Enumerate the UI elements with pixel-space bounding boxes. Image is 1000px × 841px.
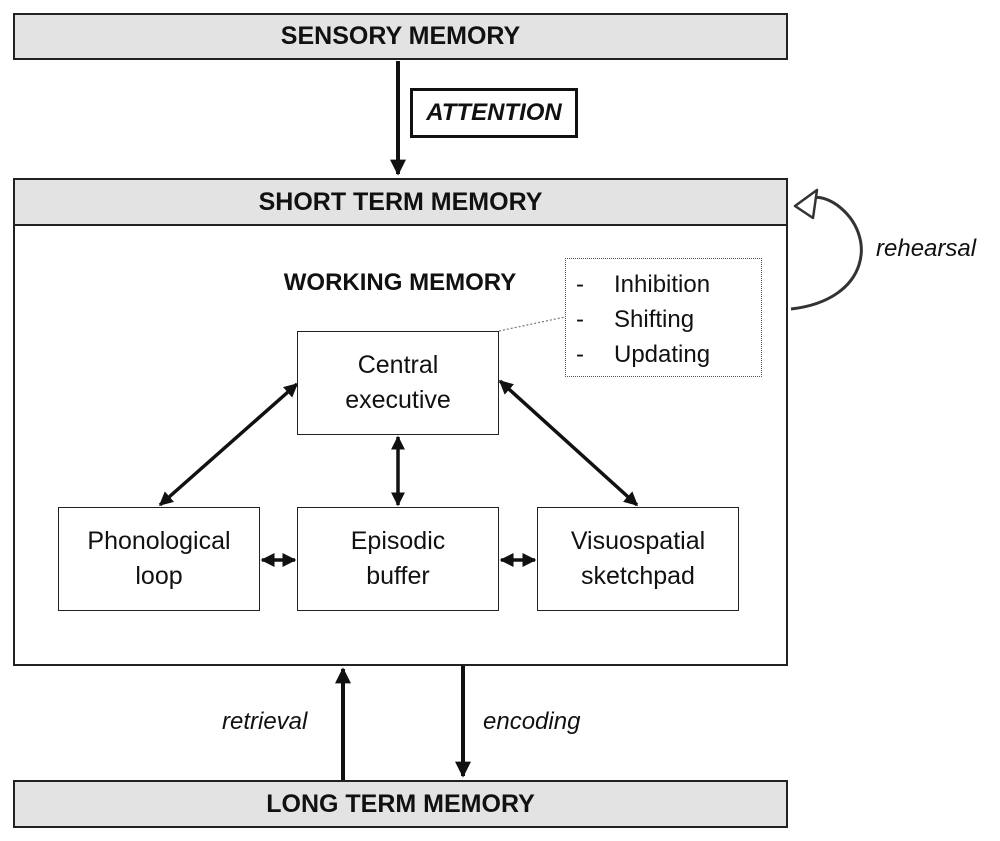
attention-box: ATTENTION: [410, 88, 578, 138]
long-term-memory-bar: LONG TERM MEMORY: [13, 780, 788, 828]
executive-function-label: Shifting: [614, 305, 695, 333]
phonological-loop-box: Phonological loop: [58, 507, 260, 611]
executive-function-item: - Shifting: [576, 302, 761, 337]
list-dash: -: [576, 270, 584, 298]
attention-label: ATTENTION: [426, 99, 562, 126]
executive-function-label: Updating: [614, 340, 711, 368]
sensory-memory-label: SENSORY MEMORY: [280, 22, 521, 50]
long-term-memory-label: LONG TERM MEMORY: [266, 789, 535, 818]
executive-functions-connector: [498, 316, 566, 332]
executive-function-item: - Updating: [576, 337, 761, 372]
rehearsal-arrowhead: [793, 188, 819, 220]
visuospatial-sketchpad-box: Visuospatial sketchpad: [537, 507, 739, 611]
short-term-memory-body: [13, 225, 788, 666]
working-memory-title: WORKING MEMORY: [283, 269, 517, 296]
list-dash: -: [576, 340, 584, 368]
rehearsal-loop-arrow: [790, 195, 863, 311]
executive-function-label: Inhibition: [614, 270, 711, 298]
short-term-memory-label: SHORT TERM MEMORY: [258, 187, 543, 216]
retrieval-label: retrieval: [222, 708, 308, 735]
sensory-memory-bar: SENSORY MEMORY: [13, 13, 788, 60]
rehearsal-label: rehearsal: [876, 235, 977, 262]
executive-functions-box: - Inhibition - Shifting - Updating: [565, 258, 762, 377]
executive-function-item: - Inhibition: [576, 267, 761, 302]
central-executive-box: Central executive: [297, 331, 499, 435]
central-phonological-arrow: [158, 382, 299, 507]
encoding-label: encoding: [483, 708, 581, 735]
list-dash: -: [576, 305, 584, 333]
episodic-buffer-box: Episodic buffer: [297, 507, 499, 611]
central-visuospatial-arrow: [498, 379, 639, 507]
short-term-memory-bar: SHORT TERM MEMORY: [13, 178, 788, 226]
